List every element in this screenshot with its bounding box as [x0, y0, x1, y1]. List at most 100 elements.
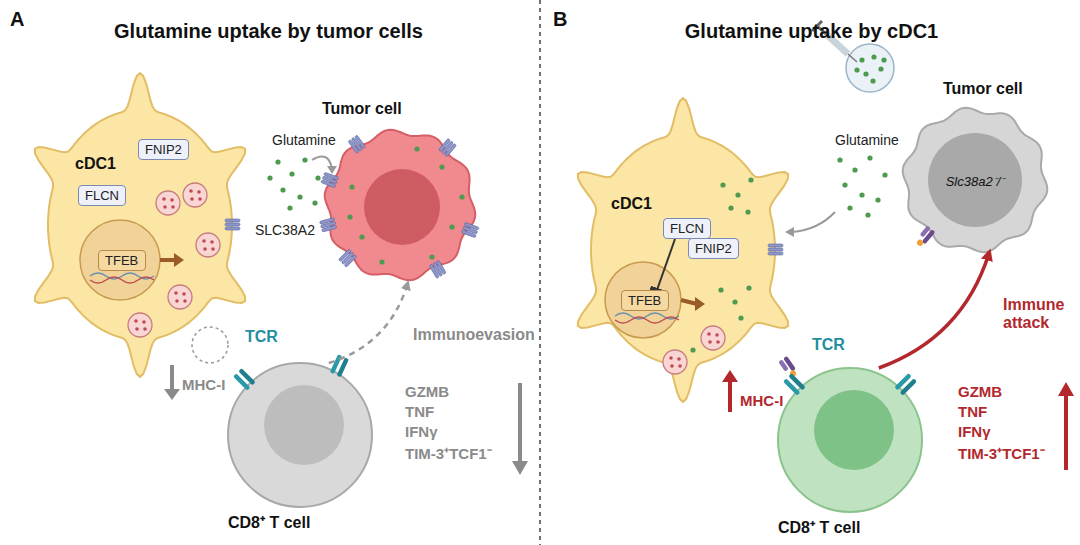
annotation-label: TNF — [958, 403, 987, 420]
glutamine-bubble — [846, 44, 894, 92]
annotation-label: TCR — [812, 336, 845, 354]
slc38a2-receptor — [320, 218, 337, 233]
nucleus — [80, 220, 160, 300]
panel-title: Glutamine uptake by tumor cells — [0, 20, 537, 43]
uptake-arrowhead — [785, 227, 794, 237]
increase-arrowhead — [1058, 382, 1074, 396]
nucleus — [605, 262, 681, 338]
t-cell: CD8⁺ T cell — [778, 368, 922, 512]
cell-outline — [778, 368, 922, 512]
lysosome-content — [203, 247, 207, 251]
glutamine-dot — [459, 194, 464, 199]
tcr-symbol — [894, 373, 917, 396]
cell-label: CD8⁺ T cell — [778, 516, 922, 538]
edge-label: Immune attack — [1000, 296, 1076, 332]
t-cell-nucleus — [264, 385, 344, 465]
glutamine-dot — [728, 205, 733, 210]
transcription-factor-box: TFEB — [98, 250, 146, 271]
cell-label: Slc38a2⁻/⁻ — [903, 172, 1047, 190]
protein-box: FNIP2 — [138, 139, 189, 160]
mhc-chain — [778, 359, 789, 371]
lysosome-content — [677, 357, 681, 361]
protein-box: FLCN — [663, 218, 711, 239]
lysosome-content — [175, 299, 179, 303]
annotation-label: Glutamine — [835, 132, 899, 148]
annotation-label: MHC-I — [182, 376, 225, 393]
increase-arrow — [728, 381, 732, 412]
decrease-arrowhead — [512, 461, 528, 475]
panel: Glutamine uptake by cDC1cDC1FLCNFNIP2TFE… — [543, 0, 1080, 545]
glutamine-dot — [735, 192, 740, 197]
glutamine-dot — [746, 285, 751, 290]
glutamine-dot — [359, 234, 364, 239]
mhc-symbol — [778, 356, 799, 379]
lysosome — [663, 350, 687, 374]
protein-box: FLCN — [78, 185, 126, 206]
slc38a2-receptor — [461, 222, 479, 237]
box-label: FNIP2 — [689, 239, 738, 258]
lysosome-content — [669, 356, 673, 360]
syringe-needle — [848, 54, 857, 62]
cell-label: cDC1 — [611, 195, 652, 213]
dna-strand — [615, 313, 679, 319]
lysosome-content — [197, 190, 201, 194]
receptor-helix — [461, 230, 476, 238]
glutamine-dot — [439, 164, 444, 169]
lysosome — [128, 313, 152, 337]
transcription-arrow — [160, 258, 176, 262]
slc38a2-receptor — [348, 135, 366, 154]
glutamine-dot — [429, 254, 434, 259]
decrease-arrowhead — [164, 389, 180, 400]
glutamine-dot — [745, 209, 750, 214]
dendritic-cell: cDC1FLCNFNIP2TFEB — [563, 100, 813, 400]
cell-outline — [228, 363, 372, 507]
cell-outline — [322, 127, 478, 283]
tcr-chain — [238, 368, 255, 385]
annotation-label: TNF — [405, 403, 434, 420]
increase-arrowhead — [722, 370, 738, 382]
dna-strand — [615, 317, 679, 323]
lysosome-content — [211, 247, 215, 251]
lysosome-content — [210, 240, 214, 244]
lysosome-content — [716, 340, 720, 344]
lysosome-content — [143, 327, 147, 331]
receptor-helix — [768, 248, 783, 251]
cell-label: CD8⁺ T cell — [228, 511, 372, 533]
lysosome — [156, 191, 180, 215]
tumor-cell: Tumor cellSlc38a2⁻/⁻ — [903, 108, 1047, 252]
annotation-label: TIM-3⁺TCF1⁻ — [405, 443, 492, 463]
glutamine-dot — [732, 299, 737, 304]
glutamine-dot — [379, 259, 384, 264]
dendritic-cell-body — [578, 98, 788, 402]
tcr-symbol — [783, 373, 806, 396]
connector — [329, 283, 408, 363]
transcription-factor-box: TFEB — [621, 290, 669, 311]
receptor-helix — [225, 219, 240, 222]
glutamine-dot — [347, 214, 352, 219]
panel-letter: B — [553, 8, 567, 31]
lysosome-content — [163, 205, 167, 209]
t-cell: CD8⁺ T cell — [228, 363, 372, 507]
glutamine-dot — [349, 184, 354, 189]
glutamine-dot — [449, 224, 454, 229]
box-label: TFEB — [622, 291, 668, 310]
receptor-helix — [225, 227, 240, 230]
annotation-label: MHC-I — [740, 392, 783, 409]
tcr-chain — [337, 357, 350, 377]
lysosome-content — [715, 333, 719, 337]
tumor-cell-body — [903, 108, 1048, 253]
protein-box: FNIP2 — [688, 238, 739, 259]
lost-mhc-outline — [192, 327, 228, 363]
lysosome-content — [134, 319, 138, 323]
slc38a2-receptor — [338, 249, 356, 267]
lysosome-content — [174, 291, 178, 295]
receptor-helix — [320, 218, 335, 225]
glutamine-dots — [854, 54, 886, 83]
lysosome-content — [162, 197, 166, 201]
tumor-cell: Tumor cell — [322, 127, 478, 283]
glutamine-dot — [748, 177, 753, 182]
tcr-chain — [788, 373, 805, 390]
lysosome — [168, 285, 192, 309]
lysosome-content — [190, 197, 194, 201]
